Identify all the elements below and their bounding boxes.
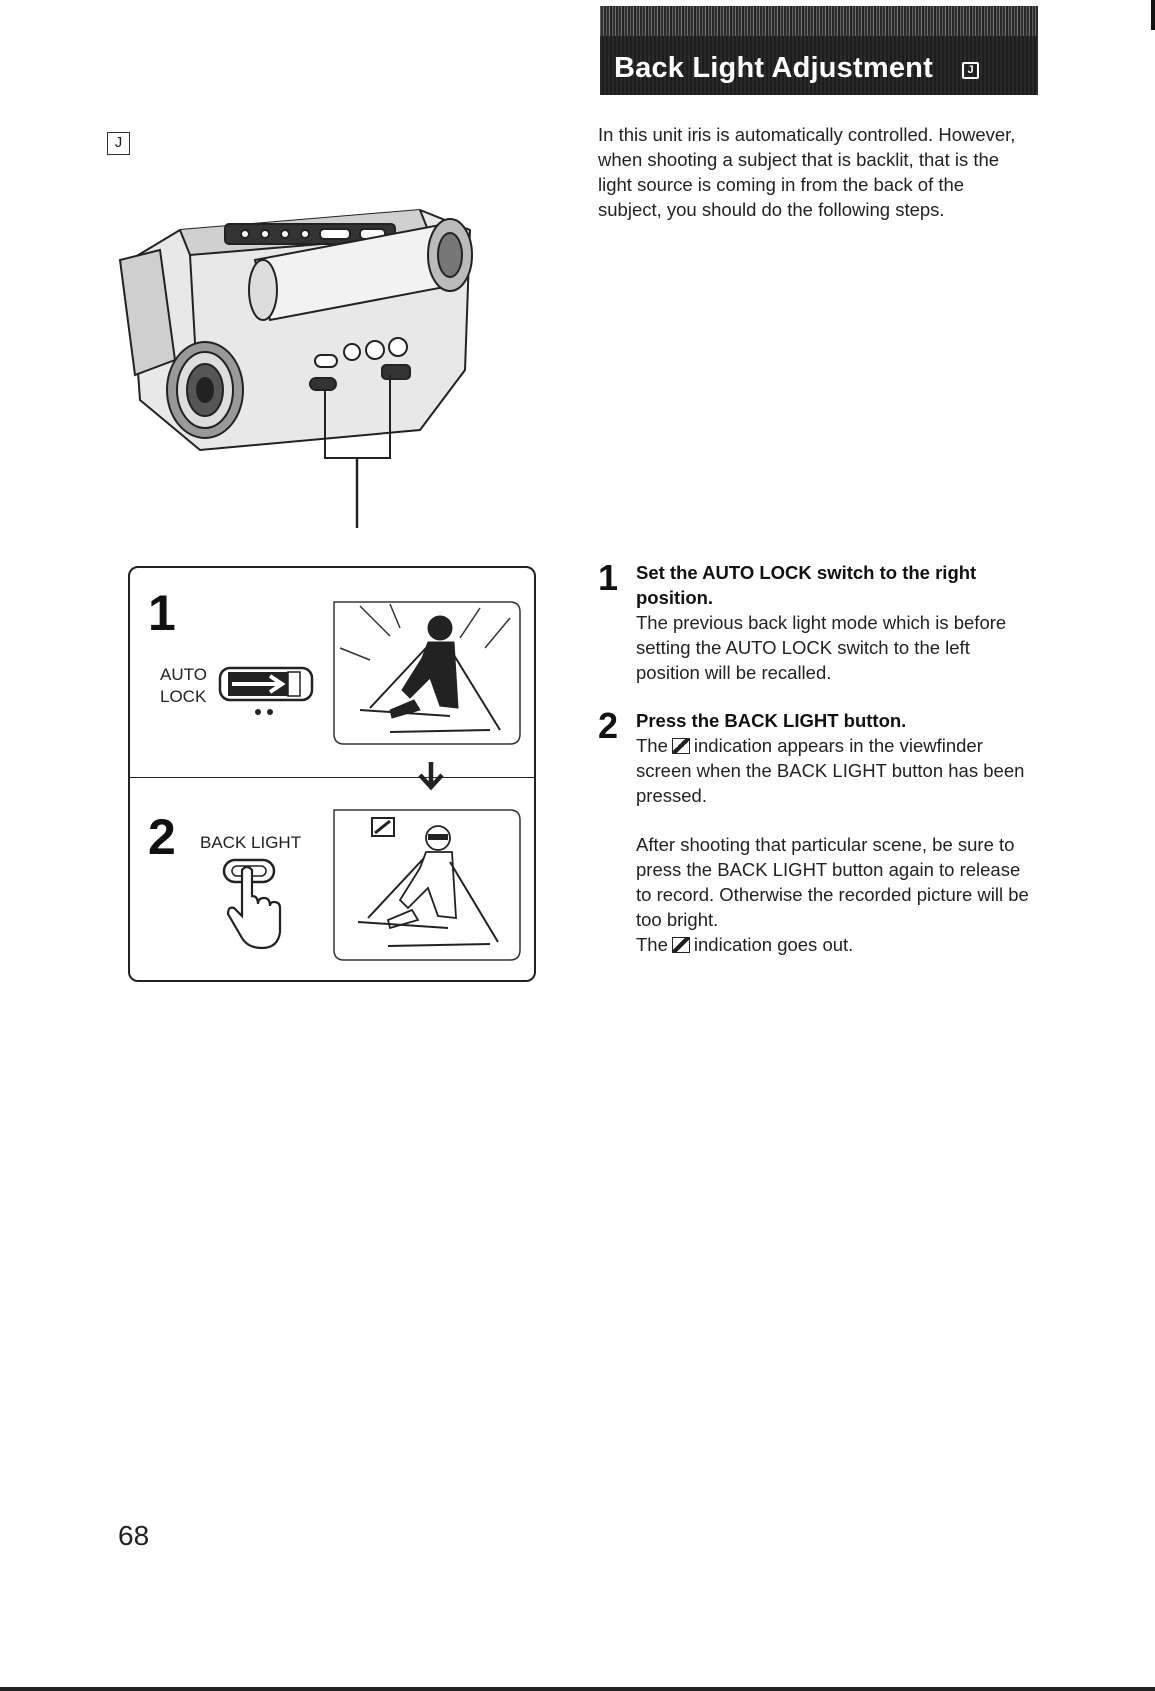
figure-step-2-number: 2 <box>148 809 176 865</box>
press-button-hand-icon <box>222 858 282 950</box>
panel-divider <box>128 777 536 778</box>
title-banner: Back Light Adjustment J <box>600 6 1038 95</box>
page-number: 68 <box>118 1520 150 1551</box>
auto-lock-switch-icon <box>218 666 314 715</box>
step-2-after-text: After shooting that particular scene, be… <box>636 834 1029 930</box>
backlit-skier-image <box>333 601 521 745</box>
step-1-heading: Set the AUTO LOCK switch to the right po… <box>636 562 977 608</box>
step-2-number: 2 <box>598 705 619 746</box>
goes-out-after: indication goes out. <box>693 934 854 955</box>
step-2-text-before: The <box>636 735 668 756</box>
steps-figure-panel <box>128 566 536 982</box>
step-1-text: The previous back light mode which is be… <box>636 612 1007 683</box>
figure-step-1-number: 1 <box>148 585 176 641</box>
bottom-rule <box>0 1687 1155 1691</box>
corrected-skier-image <box>333 809 521 961</box>
back-light-indicator-icon <box>671 738 690 754</box>
step-2-text-after: indication appears in the viewfinder scr… <box>636 735 1025 806</box>
camcorder-illustration <box>118 208 473 528</box>
section-mark: J <box>107 132 130 155</box>
step-1-number: 1 <box>598 557 619 598</box>
step-2-goes-out-text: The indication goes out. <box>636 932 1036 957</box>
step-1: 1 Set the AUTO LOCK switch to the right … <box>598 557 1028 684</box>
auto-label: AUTO <box>160 665 207 684</box>
edge-rule <box>1151 0 1155 30</box>
step-2-heading: Press the BACK LIGHT button. <box>636 710 907 731</box>
back-light-indicator-icon <box>671 937 690 953</box>
back-light-label: BACK LIGHT <box>200 833 302 852</box>
goes-out-before: The <box>636 934 668 955</box>
arrow-down-icon <box>418 762 444 791</box>
lock-label: LOCK <box>160 687 207 706</box>
page-title: Back Light Adjustment <box>614 52 933 84</box>
section-letter-badge: J <box>962 62 979 79</box>
intro-paragraph: In this unit iris is automatically contr… <box>598 124 1016 220</box>
